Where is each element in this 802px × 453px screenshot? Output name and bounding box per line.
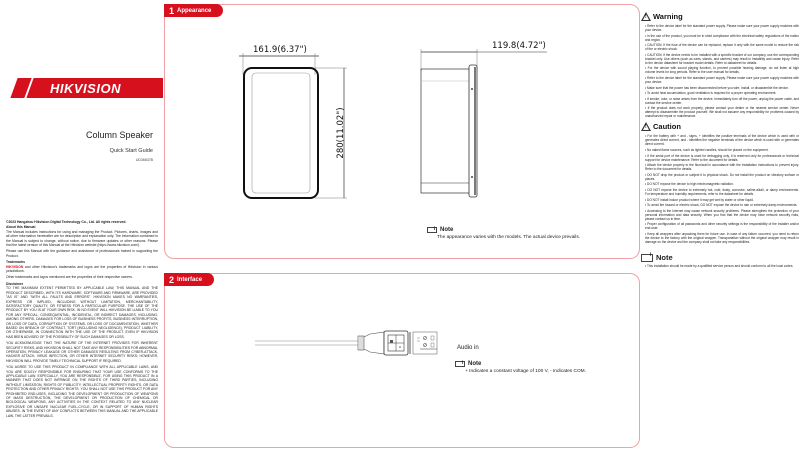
caution-list: For the battery with + and - signs, + id…	[641, 134, 799, 244]
disclaimer-paragraph-1: TO THE MAXIMUM EXTENT PERMITTED BY APPLI…	[6, 286, 158, 339]
width-dimension: 161.9(6.37")	[253, 45, 307, 55]
warning-item: Make sure that the power has been discon…	[645, 86, 799, 90]
caution-item: DO NOT expose the device to high electro…	[645, 182, 799, 186]
warning-item: If smoke, odor, or noise arises from the…	[645, 97, 799, 105]
product-title: Column Speaker	[85, 130, 153, 140]
interface-section-tab: 2 Interface	[164, 273, 215, 286]
warning-item: For the device with sound playing functi…	[645, 66, 799, 74]
safety-note-heading: Note	[641, 253, 799, 262]
trademarks-heading: Trademarks	[6, 260, 26, 265]
warning-heading: Warning	[641, 12, 799, 21]
about-text: The Manual includes instructions for usi…	[6, 229, 158, 248]
section-title: Appearance	[177, 7, 212, 14]
warning-list: Refer to the device label for the standa…	[641, 24, 799, 118]
audio-in-label: Audio in	[457, 345, 479, 351]
caution-item: No naked flame sources, such as lighted …	[645, 148, 799, 152]
caution-item: DO NOT drop the product or subject it to…	[645, 173, 799, 181]
safety-note-list: This installation should be made by a qu…	[641, 264, 799, 268]
warning-item: CAUTION: If the fuse of the device can b…	[645, 43, 799, 51]
warning-item: In the use of the product, you must be i…	[645, 34, 799, 42]
caution-item: Accessing to the Internet may cause netw…	[645, 209, 799, 221]
appearance-section-tab: 1 Appearance	[164, 4, 224, 17]
warning-item: CAUTION: If the device needs to be insta…	[645, 53, 799, 65]
warning-item: If the product does not work properly, p…	[645, 106, 799, 118]
caution-icon	[641, 122, 651, 132]
safety-instructions: Warning Refer to the device label for th…	[641, 10, 799, 269]
copyright: ©2023 Hangzhou Hikvision Digital Technol…	[6, 220, 127, 224]
caution-item: DO NOT install indoor product where it m…	[645, 198, 799, 202]
disclaimer-paragraph-2: YOU ACKNOWLEDGE THAT THE NATURE OF THE I…	[6, 341, 158, 363]
interface-note: Note + Indicates a constant voltage of 1…	[455, 360, 587, 374]
warning-icon	[641, 12, 651, 21]
appearance-note: Note The appearance varies with the mode…	[427, 226, 581, 240]
disclaimer-heading: Disclaimer	[6, 281, 24, 286]
disclaimer-paragraph-3: YOU AGREE TO USE THIS PRODUCT IN COMPLIA…	[6, 365, 158, 418]
caution-item: DO NOT expose the device to extremely ho…	[645, 188, 799, 196]
trademark-brand: HIKVISION	[6, 264, 24, 269]
caution-item: Keep all wrappers after unpacking them f…	[645, 232, 799, 244]
section-title: Interface	[177, 276, 203, 283]
note-icon	[641, 253, 653, 262]
caution-item: Attach the device properly to the floor/…	[645, 163, 799, 171]
safety-note-item: This installation should be made by a qu…	[645, 264, 799, 268]
caution-item: For the battery with + and - signs, + id…	[645, 134, 799, 146]
brand-logo-band	[10, 78, 163, 98]
note-icon	[455, 360, 465, 367]
section-number: 2	[169, 274, 175, 285]
caution-heading: Caution	[641, 122, 799, 132]
cover-panel: HIKVISION Column Speaker Quick Start Gui…	[0, 0, 163, 453]
caution-item: If the serial port of the device is used…	[645, 154, 799, 162]
warning-item: Refer to the device label for the standa…	[645, 24, 799, 32]
document-code: UD36637B	[135, 158, 153, 162]
height-dimension: 280(11.02")	[336, 107, 346, 159]
about-text-2: Please use this Manual with the guidance…	[6, 249, 158, 258]
trademarks-text: HIKVISION and other Hikvision's trademar…	[6, 264, 158, 274]
trademarks-text-2: Other trademarks and logos mentioned are…	[6, 275, 133, 280]
legal-notice: ©2023 Hangzhou Hikvision Digital Technol…	[6, 220, 158, 420]
guide-title: Quick Start Guide	[109, 148, 153, 154]
interface-section: 2 Interface Audio in Note	[164, 273, 640, 448]
note-icon	[427, 226, 437, 233]
front-view-drawing	[239, 49, 547, 199]
caution-item: Proper configuration of all passwords an…	[645, 222, 799, 230]
note-label: Note	[468, 361, 482, 367]
about-heading: About this Manual	[6, 225, 36, 230]
caution-item: To avoid fire hazard or electric shock, …	[645, 203, 799, 207]
depth-dimension: 119.8(4.72")	[492, 41, 546, 51]
warning-item: Refer to the device label for the standa…	[645, 76, 799, 84]
note-label: Note	[440, 227, 454, 233]
section-number: 1	[169, 5, 175, 16]
warning-item: To avoid heat accumulation, good ventila…	[645, 91, 799, 95]
note-text: + Indicates a constant voltage of 100 V,…	[465, 369, 587, 374]
cable-connector-drawing	[255, 330, 438, 356]
appearance-section: 1 Appearance 161.9(6.37") 280(11.02") 11…	[164, 4, 640, 259]
brand-logo: HIKVISION	[50, 81, 121, 96]
note-text: The appearance varies with the models. T…	[437, 235, 581, 240]
